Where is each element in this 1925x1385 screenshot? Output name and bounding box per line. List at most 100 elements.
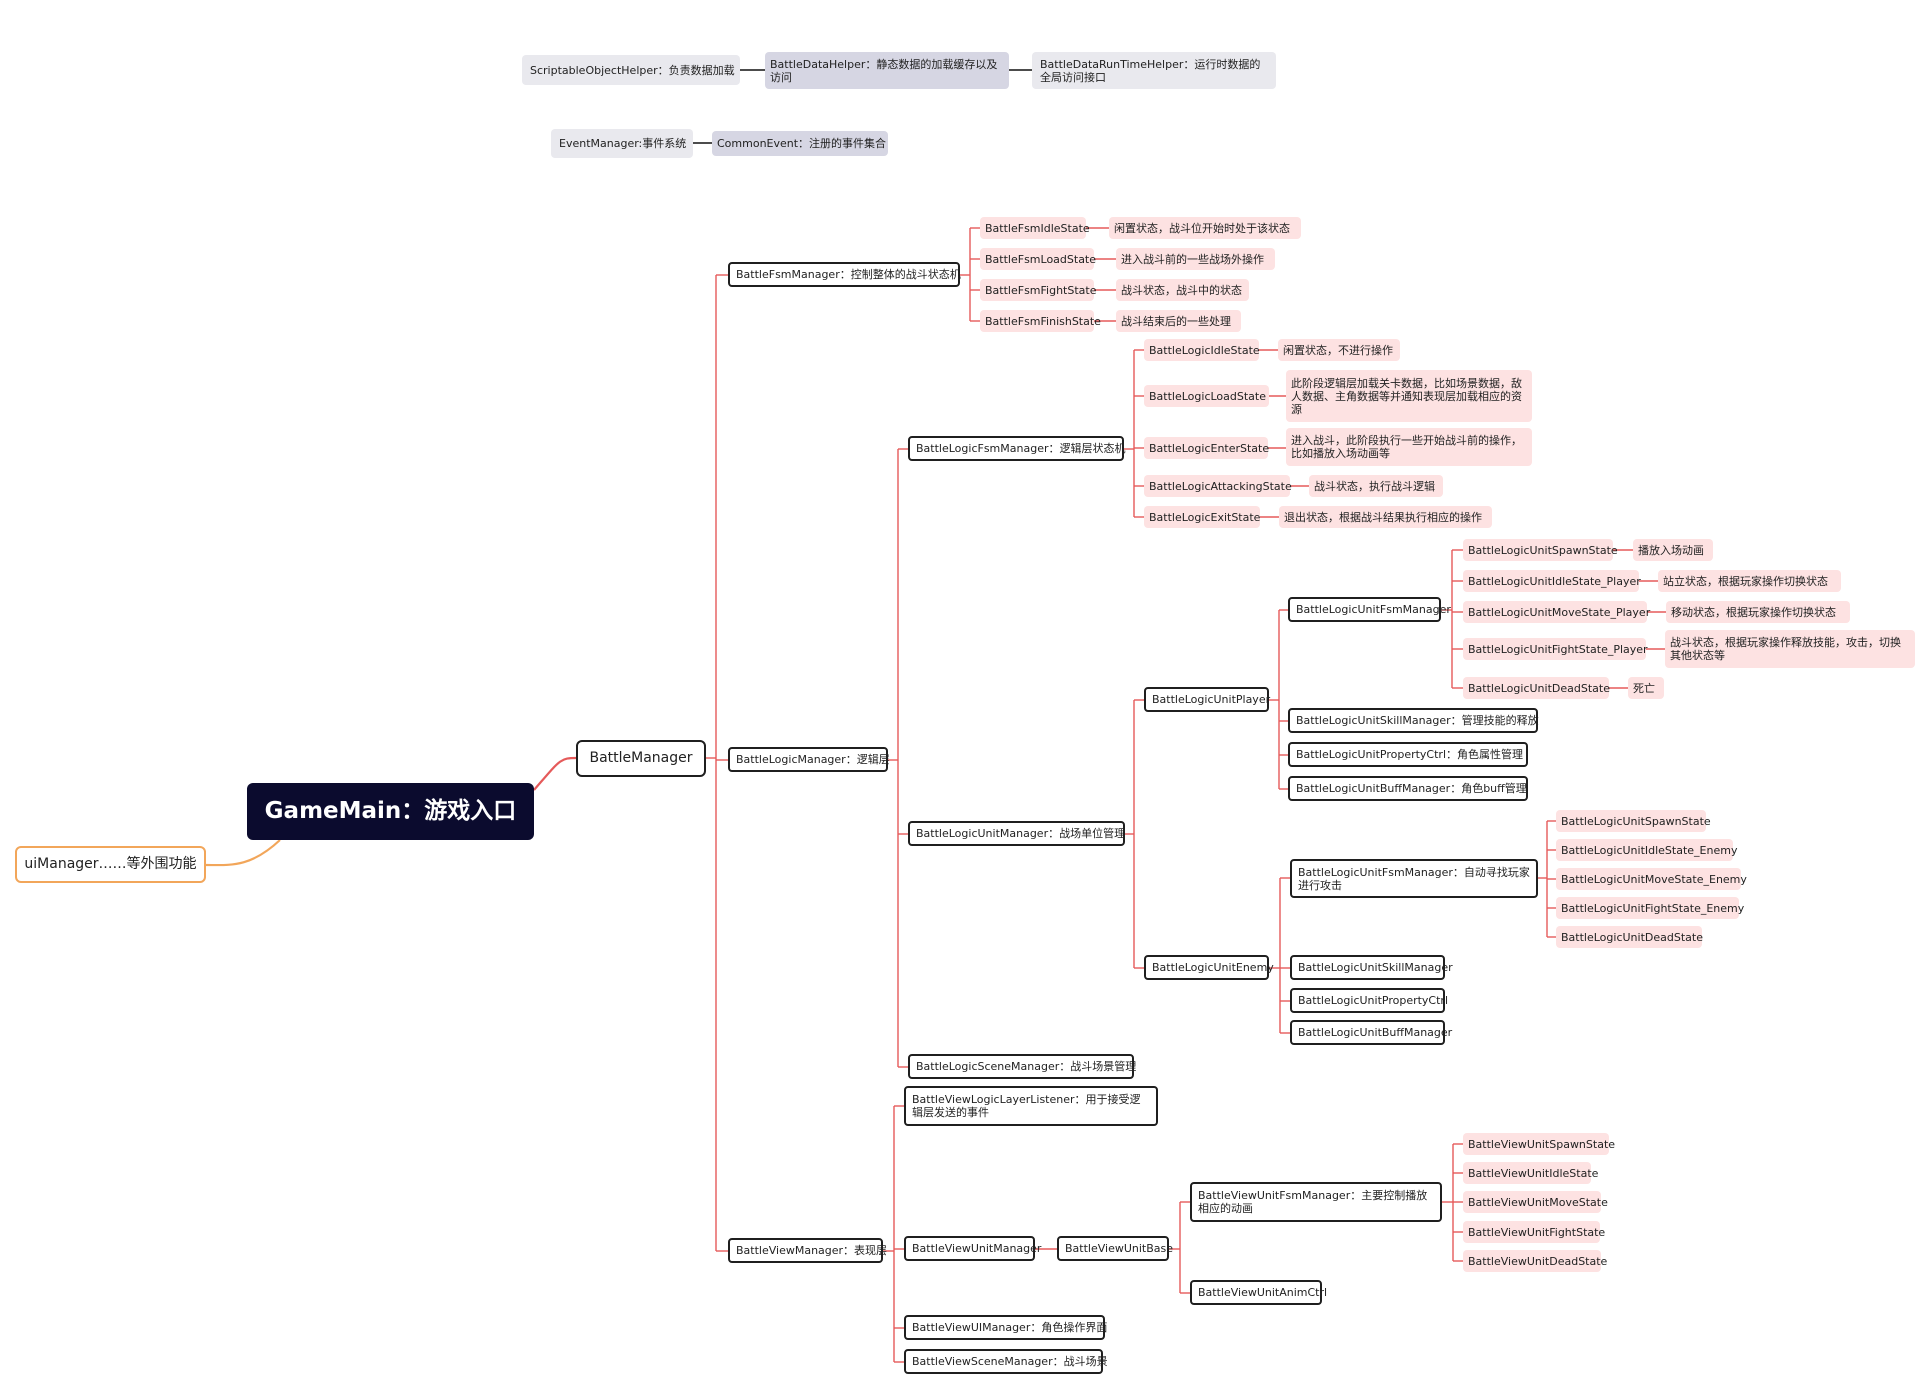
- node-logic-unit-manager[interactable]: BattleLogicUnitManager：战场单位管理: [908, 821, 1125, 846]
- node-label: 进入战斗前的一些战场外操作: [1121, 252, 1264, 266]
- connector-root-battlemanager: [533, 756, 577, 791]
- node-view-spawn-state[interactable]: BattleViewUnitSpawnState: [1463, 1133, 1615, 1155]
- node-enemy-dead-state[interactable]: BattleLogicUnitDeadState: [1556, 926, 1703, 948]
- node-view-scene-manager[interactable]: BattleViewSceneManager：战斗场景: [904, 1349, 1108, 1374]
- node-player-move-state[interactable]: BattleLogicUnitMoveState_Player: [1463, 601, 1651, 623]
- node-player-buff-manager[interactable]: BattleLogicUnitBuffManager：角色buff管理: [1288, 776, 1528, 801]
- node-label: BattleLogicUnitSkillManager：管理技能的释放: [1296, 714, 1539, 727]
- node-view-ui-manager[interactable]: BattleViewUIManager：角色操作界面: [904, 1315, 1107, 1340]
- node-battle-data-runtime-helper[interactable]: BattleDataRunTimeHelper：运行时数据的全局访问接口: [1032, 52, 1276, 89]
- node-label: 战斗状态，根据玩家操作释放技能，攻击，切换其他状态等: [1670, 636, 1901, 662]
- node-view-unit-fsm-manager[interactable]: BattleViewUnitFsmManager：主要控制播放相应的动画: [1190, 1182, 1442, 1222]
- node-scriptable-object-helper[interactable]: ScriptableObjectHelper：负责数据加载: [522, 55, 740, 85]
- node-label: BattleLogicUnitManager：战场单位管理: [916, 827, 1126, 840]
- node-label: BattleLogicUnitDeadState: [1561, 930, 1703, 944]
- node-player-spawn-state[interactable]: BattleLogicUnitSpawnState: [1463, 539, 1618, 561]
- node-battle-fsm-manager[interactable]: BattleFsmManager：控制整体的战斗状态机: [728, 262, 961, 287]
- node-view-move-state[interactable]: BattleViewUnitMoveState: [1463, 1191, 1608, 1213]
- node-label: BattleViewUnitManager: [912, 1242, 1042, 1255]
- node-label: BattleLogicExitState: [1149, 510, 1261, 524]
- node-label: BattleLogicUnitIdleState_Player: [1468, 574, 1641, 588]
- node-enemy-move-state[interactable]: BattleLogicUnitMoveState_Enemy: [1556, 868, 1747, 890]
- node-label: BattleLogicUnitSpawnState: [1561, 814, 1711, 828]
- node-fsm-finish-state[interactable]: BattleFsmFinishState: [980, 310, 1101, 332]
- node-label: BattleLogicManager：逻辑层: [736, 753, 890, 766]
- node-view-idle-state[interactable]: BattleViewUnitIdleState: [1463, 1162, 1598, 1184]
- node-player-dead-state[interactable]: BattleLogicUnitDeadState: [1463, 677, 1610, 699]
- node-enemy-buff-manager[interactable]: BattleLogicUnitBuffManager: [1290, 1020, 1452, 1045]
- node-fsm-idle-state[interactable]: BattleFsmIdleState: [980, 217, 1090, 239]
- node-fsm-fight-desc: 战斗状态，战斗中的状态: [1116, 279, 1249, 301]
- node-view-unit-anim-ctrl[interactable]: BattleViewUnitAnimCtrl: [1190, 1280, 1327, 1305]
- node-common-event[interactable]: CommonEvent：注册的事件集合: [712, 131, 888, 156]
- node-label: BattleLogicUnitMoveState_Player: [1468, 605, 1651, 619]
- node-enemy-spawn-state[interactable]: BattleLogicUnitSpawnState: [1556, 810, 1711, 832]
- node-logic-exit-state[interactable]: BattleLogicExitState: [1144, 506, 1260, 528]
- node-label: BattleLogicLoadState: [1149, 389, 1266, 403]
- node-label: uiManager……等外围功能: [24, 856, 197, 872]
- node-view-unit-manager[interactable]: BattleViewUnitManager: [904, 1236, 1041, 1261]
- node-logic-unit-player[interactable]: BattleLogicUnitPlayer: [1144, 687, 1270, 712]
- node-label: 闲置状态，不进行操作: [1283, 343, 1393, 357]
- node-label: BattleViewUnitFightState: [1468, 1225, 1606, 1239]
- node-label: 死亡: [1633, 681, 1655, 695]
- node-label: BattleLogicUnitFightState_Player: [1468, 642, 1648, 656]
- node-logic-load-desc: 此阶段逻辑层加载关卡数据，比如场景数据，敌人数据、主角数据等并通知表现层加载相应…: [1286, 370, 1532, 422]
- node-battle-view-manager[interactable]: BattleViewManager：表现层: [728, 1238, 887, 1263]
- node-label: 站立状态，根据玩家操作切换状态: [1663, 574, 1828, 588]
- node-view-fight-state[interactable]: BattleViewUnitFightState: [1463, 1221, 1605, 1243]
- node-battle-manager[interactable]: BattleManager: [576, 740, 706, 777]
- node-logic-load-state[interactable]: BattleLogicLoadState: [1144, 385, 1269, 407]
- node-label: BattleFsmManager：控制整体的战斗状态机: [736, 268, 961, 281]
- node-logic-scene-manager[interactable]: BattleLogicSceneManager：战斗场景管理: [908, 1054, 1136, 1079]
- node-logic-idle-state[interactable]: BattleLogicIdleState: [1144, 339, 1260, 361]
- node-label: 进入战斗，此阶段执行一些开始战斗前的操作，比如播放入场动画等: [1291, 434, 1522, 460]
- node-label: BattleLogicUnitBuffManager：角色buff管理: [1296, 782, 1527, 795]
- node-logic-enter-desc: 进入战斗，此阶段执行一些开始战斗前的操作，比如播放入场动画等: [1286, 428, 1532, 466]
- node-logic-unit-enemy[interactable]: BattleLogicUnitEnemy: [1144, 955, 1274, 980]
- node-logic-fsm-manager[interactable]: BattleLogicFsmManager：逻辑层状态机: [908, 436, 1126, 461]
- node-fsm-fight-state[interactable]: BattleFsmFightState: [980, 279, 1096, 301]
- node-view-logic-layer-listener[interactable]: BattleViewLogicLayerListener：用于接受逻辑层发送的事…: [904, 1086, 1158, 1126]
- node-player-fight-state[interactable]: BattleLogicUnitFightState_Player: [1463, 638, 1648, 660]
- node-label: BattleViewLogicLayerListener：用于接受逻辑层发送的事…: [912, 1093, 1141, 1119]
- node-view-unit-base[interactable]: BattleViewUnitBase: [1057, 1236, 1173, 1261]
- node-ui-manager[interactable]: uiManager……等外围功能: [15, 846, 206, 883]
- node-enemy-idle-state[interactable]: BattleLogicUnitIdleState_Enemy: [1556, 839, 1737, 861]
- node-label: BattleViewManager：表现层: [736, 1244, 888, 1257]
- node-player-move-desc: 移动状态，根据玩家操作切换状态: [1666, 601, 1850, 623]
- node-view-dead-state[interactable]: BattleViewUnitDeadState: [1463, 1250, 1607, 1272]
- node-player-skill-manager[interactable]: BattleLogicUnitSkillManager：管理技能的释放: [1288, 708, 1539, 733]
- node-fsm-load-state[interactable]: BattleFsmLoadState: [980, 248, 1096, 270]
- node-label: BattleLogicUnitMoveState_Enemy: [1561, 872, 1747, 886]
- root-node-gamemain[interactable]: GameMain：游戏入口: [247, 783, 534, 840]
- node-enemy-fight-state[interactable]: BattleLogicUnitFightState_Enemy: [1556, 897, 1744, 919]
- node-logic-attacking-state[interactable]: BattleLogicAttackingState: [1144, 475, 1292, 497]
- node-label: BattleViewUnitSpawnState: [1468, 1137, 1616, 1151]
- node-enemy-skill-manager[interactable]: BattleLogicUnitSkillManager: [1290, 955, 1453, 980]
- node-player-dead-desc: 死亡: [1628, 677, 1664, 699]
- node-player-property-ctrl[interactable]: BattleLogicUnitPropertyCtrl：角色属性管理: [1288, 742, 1528, 767]
- node-label: 此阶段逻辑层加载关卡数据，比如场景数据，敌人数据、主角数据等并通知表现层加载相应…: [1291, 376, 1522, 416]
- node-battle-logic-manager[interactable]: BattleLogicManager：逻辑层: [728, 747, 890, 772]
- node-fsm-idle-desc: 闲置状态，战斗位开始时处于该状态: [1109, 217, 1301, 239]
- node-label: BattleLogicAttackingState: [1149, 479, 1292, 493]
- node-enemy-fsm-manager[interactable]: BattleLogicUnitFsmManager：自动寻找玩家进行攻击: [1290, 859, 1538, 898]
- node-player-fsm-manager[interactable]: BattleLogicUnitFsmManager: [1288, 597, 1451, 622]
- node-label: BattleViewSceneManager：战斗场景: [912, 1355, 1108, 1368]
- node-player-idle-state[interactable]: BattleLogicUnitIdleState_Player: [1463, 570, 1641, 592]
- node-battle-data-helper[interactable]: BattleDataHelper：静态数据的加载缓存以及访问: [765, 52, 1009, 89]
- node-label: BattleLogicFsmManager：逻辑层状态机: [916, 442, 1126, 455]
- node-label: BattleViewUnitMoveState: [1468, 1195, 1608, 1209]
- node-player-idle-desc: 站立状态，根据玩家操作切换状态: [1658, 570, 1841, 592]
- node-label: BattleViewUnitIdleState: [1468, 1166, 1599, 1180]
- node-label: 退出状态，根据战斗结果执行相应的操作: [1284, 510, 1482, 524]
- node-label: 战斗状态，执行战斗逻辑: [1314, 479, 1435, 493]
- node-fsm-finish-desc: 战斗结束后的一些处理: [1116, 310, 1241, 332]
- node-logic-enter-state[interactable]: BattleLogicEnterState: [1144, 437, 1269, 459]
- node-event-manager[interactable]: EventManager:事件系统: [551, 129, 693, 158]
- node-label: 战斗状态，战斗中的状态: [1121, 283, 1242, 297]
- node-enemy-property-ctrl[interactable]: BattleLogicUnitPropertyCtrl: [1290, 988, 1448, 1013]
- node-label: BattleLogicUnitSkillManager: [1298, 961, 1453, 974]
